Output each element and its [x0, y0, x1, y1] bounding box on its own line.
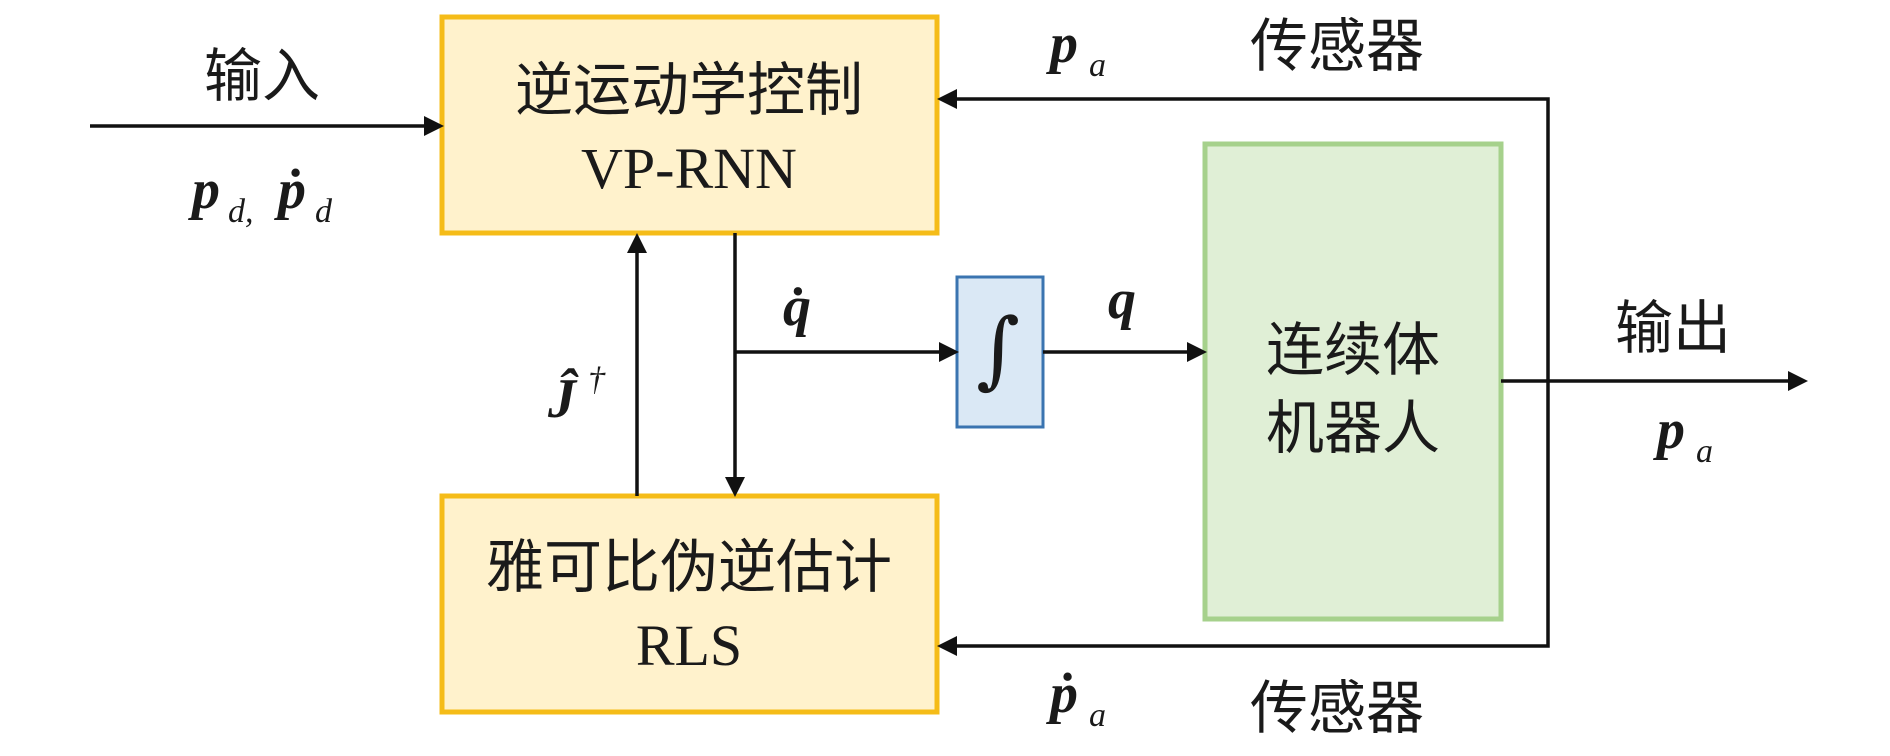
- input-pdot-subscript: d: [315, 193, 333, 230]
- qdot-label: q̇: [783, 276, 811, 338]
- jacobian-up-arrowhead: [627, 233, 647, 253]
- control-block-subtitle: VP-RNN: [581, 136, 797, 201]
- q-to-robot-arrowhead: [1187, 342, 1207, 362]
- input-arrowhead: [424, 116, 444, 136]
- output-p-subscript: a: [1696, 433, 1713, 470]
- sensor-top-label: 传感器: [1250, 12, 1424, 80]
- q-label: q: [1108, 269, 1136, 331]
- control-block-title: 逆运动学控制: [515, 56, 863, 124]
- sensor-feedback-top-arrowhead: [937, 89, 957, 109]
- sensor-top-p-symbol: p: [1046, 13, 1078, 75]
- robot-block: [1205, 144, 1501, 619]
- estimator-block: [442, 496, 937, 712]
- output-label: 输出: [1615, 294, 1731, 362]
- output-p-symbol: p: [1653, 399, 1685, 461]
- input-pdot-symbol: ṗ: [274, 159, 306, 221]
- integrator-block: [957, 277, 1043, 427]
- robot-block-title: 连续体: [1266, 316, 1440, 384]
- sensor-feedback-top-line: [953, 97, 1550, 381]
- sensor-bottom-label: 传感器: [1250, 674, 1424, 742]
- sensor-bottom-pdot-symbol: ṗ: [1046, 663, 1078, 725]
- sensor-top-p-subscript: a: [1089, 47, 1106, 84]
- output-arrowhead: [1788, 371, 1808, 391]
- sensor-feedback-bottom-arrowhead: [937, 636, 957, 656]
- control-block: [442, 17, 937, 233]
- estimator-block-subtitle: RLS: [636, 613, 742, 678]
- qdot-down-arrowhead: [725, 477, 745, 497]
- estimator-block-border: [439, 493, 940, 715]
- jacobian-superscript: †: [588, 361, 606, 398]
- input-label: 输入: [204, 42, 320, 110]
- input-p-symbol: p: [188, 159, 220, 221]
- robot-block-subtitle: 机器人: [1266, 394, 1440, 462]
- jacobian-label: Ĵ: [547, 367, 579, 430]
- sensor-feedback-bottom-line: [953, 381, 1550, 648]
- sensor-bottom-pdot-subscript: a: [1089, 697, 1106, 734]
- integral-symbol: ∫: [976, 300, 1020, 398]
- input-p-subscript: d,: [228, 193, 254, 230]
- estimator-block-title: 雅可比伪逆估计: [486, 533, 892, 601]
- qdot-to-integrator-arrowhead: [939, 342, 959, 362]
